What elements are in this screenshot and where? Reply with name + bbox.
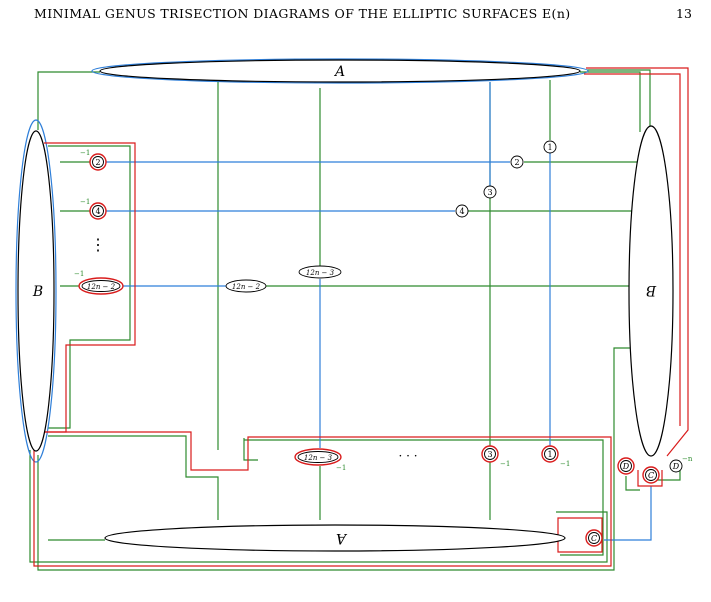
node-C-bottom: C: [585, 529, 603, 547]
framing-D: −n: [682, 455, 693, 463]
svg-text:C: C: [648, 471, 654, 480]
svg-text:2: 2: [95, 158, 100, 167]
node-twelve-n3-bottom: 12n − 3: [294, 448, 342, 466]
disk-A-bottom: A: [104, 524, 566, 552]
disk-A-top: A: [99, 59, 581, 83]
disk-B-right: B: [628, 125, 674, 457]
svg-text:12n − 2: 12n − 2: [87, 283, 116, 291]
node-three-mid: 3: [483, 185, 497, 199]
svg-text:12n − 3: 12n − 3: [306, 269, 335, 277]
disks: A B B A: [17, 59, 674, 552]
svg-text:1: 1: [547, 450, 552, 459]
svg-text:2: 2: [514, 158, 519, 167]
svg-text:A: A: [336, 530, 348, 546]
svg-text:4: 4: [459, 207, 464, 216]
node-twelve-n3-mid: 12n − 3: [298, 265, 342, 279]
vertical-dots: ⋮: [90, 235, 106, 254]
page-number: 13: [676, 6, 692, 21]
svg-text:1: 1: [547, 143, 552, 152]
framing-labels: −1 −1 −1 −1 −1 −1 −n: [74, 149, 693, 472]
svg-text:4: 4: [95, 207, 100, 216]
framing-three: −1: [500, 460, 510, 468]
nodes: 2 4 ⋮ 12n − 2 2 4 3 1: [78, 140, 683, 547]
svg-text:D: D: [622, 462, 630, 471]
node-C-center: C: [642, 466, 660, 484]
node-D-right: D: [669, 459, 683, 473]
node-twelve-left: 12n − 2: [78, 277, 124, 295]
svg-text:B: B: [32, 284, 43, 300]
svg-text:12n − 2: 12n − 2: [232, 283, 261, 291]
framing-twelve-n3: −1: [336, 464, 346, 472]
disk-B-left: B: [17, 130, 55, 452]
node-twelve-mid: 12n − 2: [225, 279, 267, 293]
svg-text:D: D: [672, 462, 680, 471]
framing-twelve: −1: [74, 270, 84, 278]
svg-text:A: A: [333, 64, 345, 80]
node-D-left: D: [617, 457, 635, 475]
node-four-mid: 4: [455, 204, 469, 218]
framing-two: −1: [80, 149, 90, 157]
node-two-mid: 2: [510, 155, 524, 169]
framing-four: −1: [80, 198, 90, 206]
svg-text:C: C: [591, 534, 597, 543]
horizontal-dots: · · ·: [398, 449, 417, 463]
blue-curves: [15, 58, 652, 541]
green-curves: [29, 69, 681, 571]
svg-text:12n − 3: 12n − 3: [304, 454, 333, 462]
red-curves: [33, 67, 689, 567]
svg-text:3: 3: [487, 450, 492, 459]
svg-text:B: B: [646, 282, 657, 298]
node-two-left: 2: [89, 153, 107, 171]
svg-text:3: 3: [487, 188, 492, 197]
node-one-mid: 1: [543, 140, 557, 154]
page-header: MINIMAL GENUS TRISECTION DIAGRAMS OF THE…: [0, 6, 711, 28]
framing-one: −1: [560, 460, 570, 468]
node-one-bottom: 1: [541, 445, 559, 463]
node-four-left: 4: [89, 202, 107, 220]
node-three-bottom: 3: [481, 445, 499, 463]
running-title: MINIMAL GENUS TRISECTION DIAGRAMS OF THE…: [34, 6, 571, 21]
